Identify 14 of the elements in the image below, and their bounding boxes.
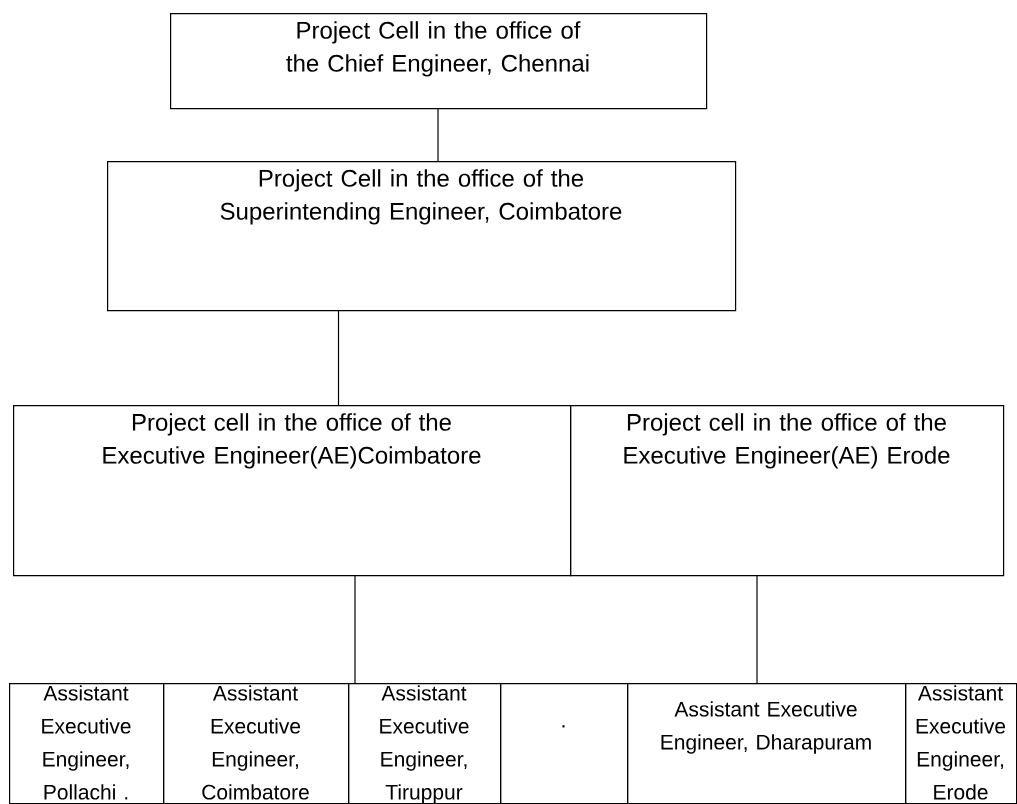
org-box: Project cell in the office of the Executive Engineer(AE) Erode [570, 405, 1005, 577]
org-box: Project cell in the office of the Executive Engineer(AE)Coimbatore [13, 405, 572, 577]
connector-line [337, 309, 340, 406]
connector-line [437, 107, 439, 162]
org-box: Assistant Executive Engineer, Pollachi . [9, 683, 165, 804]
connector-line [354, 574, 356, 684]
org-box: Project Cell in the office of the Chief Engineer, Chennai [170, 13, 708, 110]
org-box: Project Cell in the office of the Superintending Engineer, Coimbatore [107, 161, 737, 312]
org-box: Assistant Executive Engineer, Tiruppur [348, 683, 502, 804]
org-box: Assistant Executive Engineer, Dharapuram [627, 683, 907, 804]
connector-line [756, 574, 758, 684]
org-box: Assistant Executive Engineer, Erode [905, 683, 1017, 804]
org-box: . [500, 683, 629, 804]
org-box: Assistant Executive Engineer, Coimbatore [163, 683, 350, 804]
